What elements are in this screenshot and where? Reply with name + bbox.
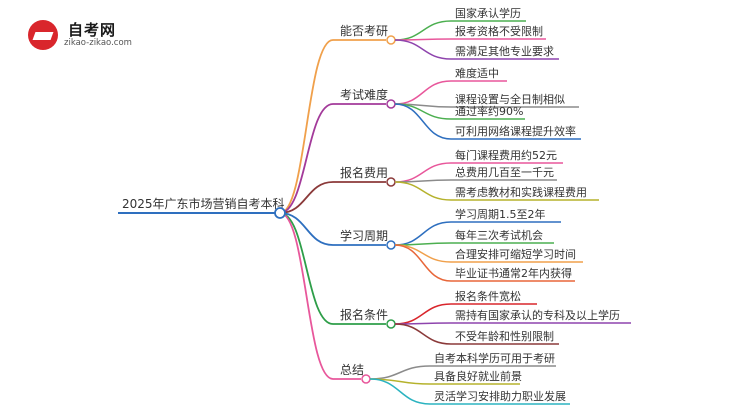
leaf-connector [394,244,452,282]
branch-node-circle [386,240,396,250]
leaf-label: 课程设置与全日制相似 [455,92,565,106]
branch-connector [279,212,334,325]
root-node-circle [274,207,286,219]
leaf-label: 总费用几百至一千元 [455,165,554,179]
leaf-connector [394,80,452,105]
leaf-label: 每年三次考试机会 [455,228,543,242]
leaf-label: 自考本科学历可用于考研 [434,351,555,365]
leaf-label: 合理安排可缩短学习时间 [455,247,576,261]
leaf-label: 不受年龄和性别限制 [455,329,554,343]
branch-connector [279,39,334,214]
leaf-label: 学习周期1.5至2年 [455,207,546,221]
branch-node-circle [386,99,396,109]
branch-node-circle [386,35,396,45]
leaf-connector [369,378,431,405]
leaf-connector [394,323,452,345]
branch-label: 报名条件 [340,307,388,322]
leaf-connector [394,244,452,263]
graduation-cap-icon [28,20,58,50]
logo-title: 自考网 [68,21,117,39]
leaf-connector [394,181,452,201]
branch-label: 报名费用 [340,165,388,180]
root-label: 2025年广东市场营销自考本科 [122,196,285,211]
branch-connector [279,181,334,214]
leaf-connector [394,303,452,325]
branch-node-circle [386,319,396,329]
leaf-label: 具备良好就业前景 [434,369,522,383]
logo-url: zikao-zikao.com [64,38,132,48]
leaf-label: 可利用网络课程提升效率 [455,124,576,138]
branch-label: 考试难度 [340,87,388,102]
branch-node-circle [361,374,371,384]
leaf-label: 报名条件宽松 [455,289,521,303]
branch-connector [279,212,334,380]
branch-connector [279,103,334,214]
branch-label: 能否考研 [340,24,388,38]
leaf-connector [394,103,452,140]
leaf-label: 需满足其他专业要求 [455,44,554,58]
leaf-label: 国家承认学历 [455,6,521,20]
branch-connector [279,212,334,246]
leaf-label: 报考资格不受限制 [455,24,543,38]
leaf-connector [394,39,452,60]
leaf-connector [394,162,452,183]
branch-label: 总结 [340,363,364,377]
leaf-connector [394,221,452,246]
leaf-label: 难度适中 [455,66,499,80]
leaf-label: 毕业证书通常2年内获得 [455,266,572,280]
leaf-label: 每门课程费用约52元 [455,148,557,162]
logo: 自考网 zikao-zikao.com [28,18,138,52]
leaf-connector [394,20,452,41]
leaf-label: 通过率约90% [455,104,523,118]
leaf-label: 灵活学习安排助力职业发展 [434,389,566,403]
leaf-connector [369,365,431,380]
branch-node-circle [386,177,396,187]
leaf-label: 需考虑教材和实践课程费用 [455,185,587,199]
branch-label: 学习周期 [340,228,388,243]
leaf-label: 需持有国家承认的专科及以上学历 [455,308,620,322]
